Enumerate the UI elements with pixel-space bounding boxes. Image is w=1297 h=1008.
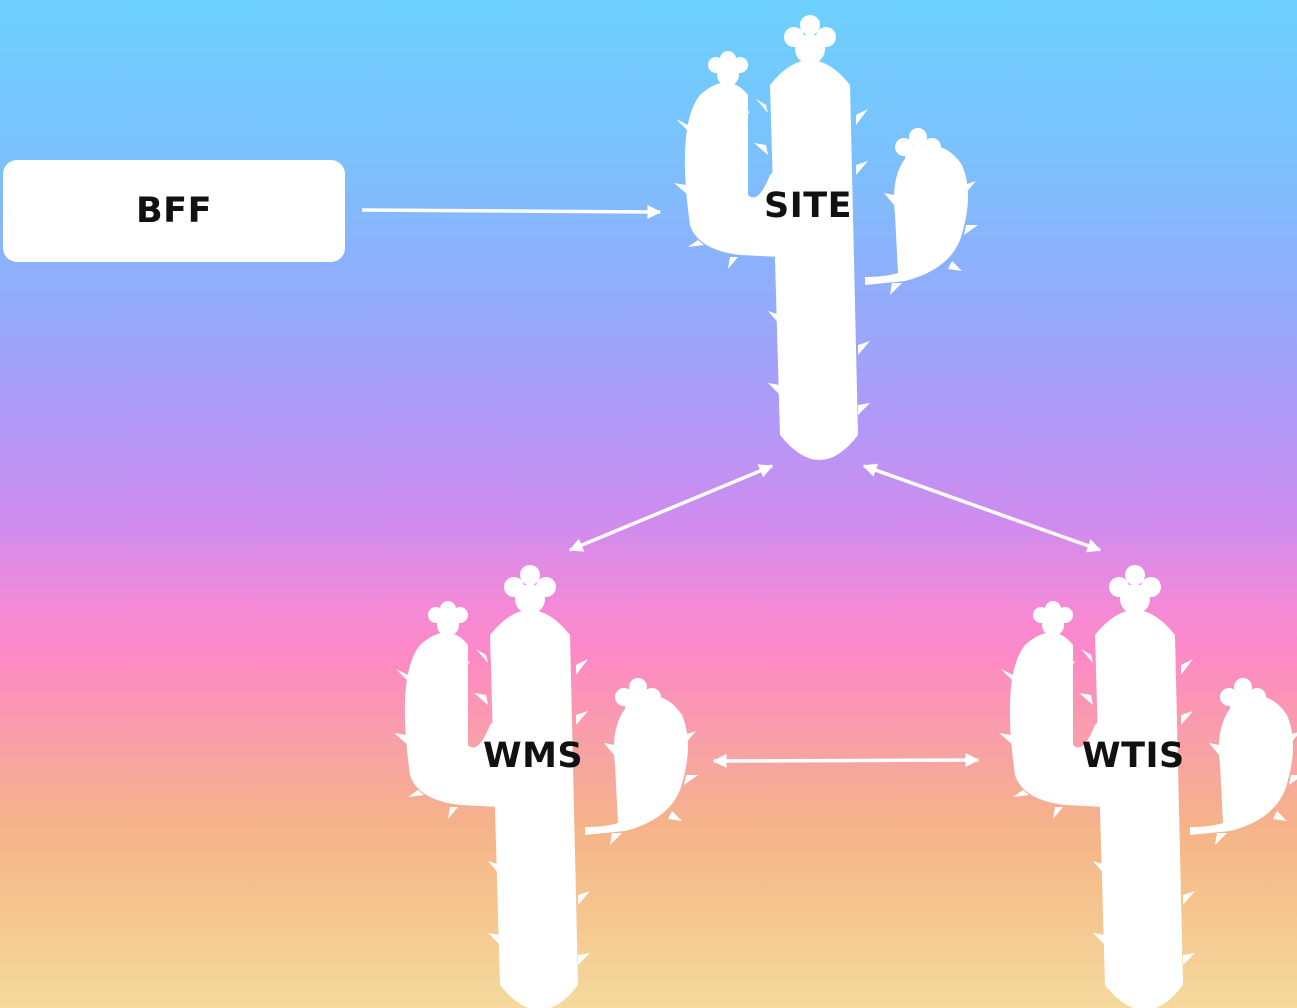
bff-node: BFF: [3, 160, 345, 262]
arrow-wms-wtis: [712, 753, 980, 768]
wms-label: WMS: [483, 736, 584, 776]
wtis-label: WTIS: [1082, 736, 1185, 776]
wms-cactus-icon: [394, 565, 698, 1008]
site-label: SITE: [764, 186, 853, 226]
arrow-site-wms: [568, 464, 774, 552]
wtis-cactus-icon: [999, 565, 1297, 1008]
bff-label: BFF: [136, 191, 212, 231]
site-cactus-icon: [674, 15, 978, 460]
arrow-site-wtis: [862, 463, 1102, 553]
arrow-bff-to-site: [361, 204, 662, 219]
